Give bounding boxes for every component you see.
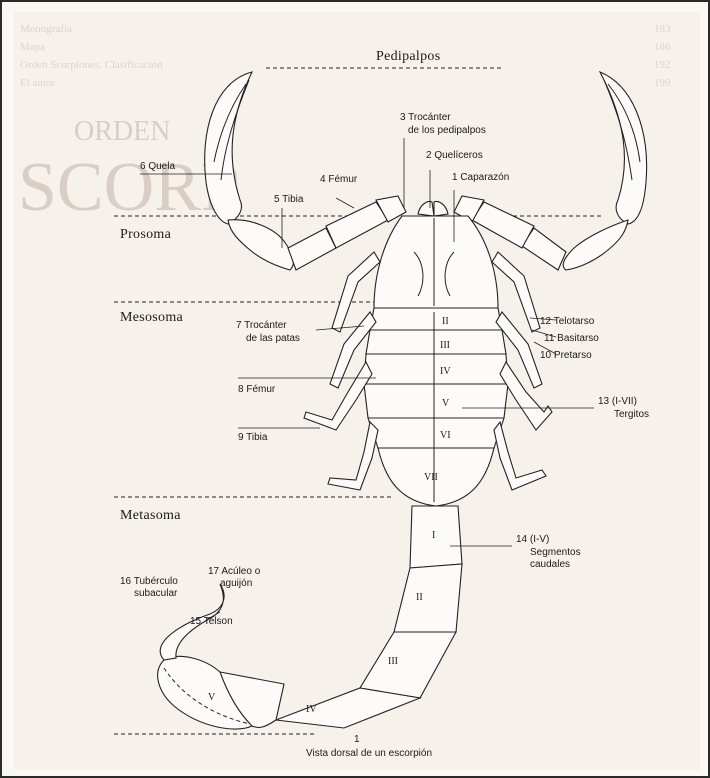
ghost-number-2: 186 [654,41,671,53]
section-pedipalpos: Pedipalpos [376,49,440,64]
label-7a: 7 Trocánter [236,320,287,331]
ghost-number-3: 192 [654,59,671,71]
book-page: Monografía Mapa Orden Scorpiones. Clasif… [14,12,700,770]
right-legs [492,252,552,490]
caption-number: 1 [354,734,360,745]
right-chela [522,72,647,270]
label-14a: 14 (I-V) [516,534,549,545]
caudal-III: III [388,656,398,667]
section-metasoma: Metasoma [120,508,181,523]
caudal-V: V [208,692,216,703]
tergite-IV: IV [440,366,451,377]
scorpion-body [158,72,647,729]
section-mesosoma: Mesosoma [120,310,184,325]
label-2: 2 Quelíceros [426,150,483,161]
label-1: 1 Caparazón [452,172,509,183]
left-chela [205,72,336,270]
label-10: 10 Pretarso [540,350,592,361]
caudal-I: I [432,530,435,541]
caudal-IV: IV [306,704,317,715]
background-bleed-text: Monografía Mapa Orden Scorpiones. Clasif… [18,23,671,226]
tergite-VI: VI [440,430,451,441]
label-15: 15 Telson [190,616,233,627]
ghost-line-4: El autor [20,77,55,89]
ghost-line-2: Mapa [20,41,45,53]
label-12: 12 Telotarso [540,316,595,327]
tergite-V: V [442,398,450,409]
label-17a: 17 Acúleo o [208,566,261,577]
ghost-line-1: Monografía [20,23,72,35]
caudal-segment-4 [276,688,420,728]
ghost-number-1: 183 [654,23,671,35]
label-6: 6 Quela [140,161,175,172]
leader-4 [336,198,354,208]
section-prosoma: Prosoma [120,227,172,242]
tergite-III: III [440,340,450,351]
label-14b: Segmentos [530,547,581,558]
label-13a: 13 (I-VII) [598,396,637,407]
label-16b: subacular [134,588,178,599]
carapace [374,216,498,308]
label-11: 11 Basitarso [544,333,599,344]
tergite-II: II [442,316,449,327]
label-4: 4 Fémur [320,174,358,185]
label-16a: 16 Tubérculo [120,576,178,587]
caudal-segment-3 [360,632,456,698]
ghost-heading-small: ORDEN [74,116,170,147]
scorpion-diagram: Monografía Mapa Orden Scorpiones. Clasif… [14,12,700,770]
left-legs [304,252,380,490]
left-pedipalp-femur [326,202,388,248]
label-5: 5 Tibia [274,194,304,205]
ghost-line-3: Orden Scorpiones. Clasificación [20,59,163,71]
left-chelicera [418,202,434,217]
tergite-VII: VII [424,472,438,483]
right-chelicera [434,202,448,217]
caudal-II: II [416,592,423,603]
label-17b: aguijón [220,578,252,589]
label-14c: caudales [530,559,570,570]
label-9: 9 Tibia [238,432,268,443]
caudal-segment-1 [410,506,462,568]
label-3b: de los pedipalpos [408,125,486,136]
ghost-number-4: 199 [654,77,671,89]
label-7b: de las patas [246,333,300,344]
label-3a: 3 Trocánter [400,112,451,123]
caudal-segment-2 [394,564,462,632]
label-13b: Tergitos [614,409,649,420]
label-8: 8 Fémur [238,384,276,395]
caption-text: Vista dorsal de un escorpión [306,748,432,759]
